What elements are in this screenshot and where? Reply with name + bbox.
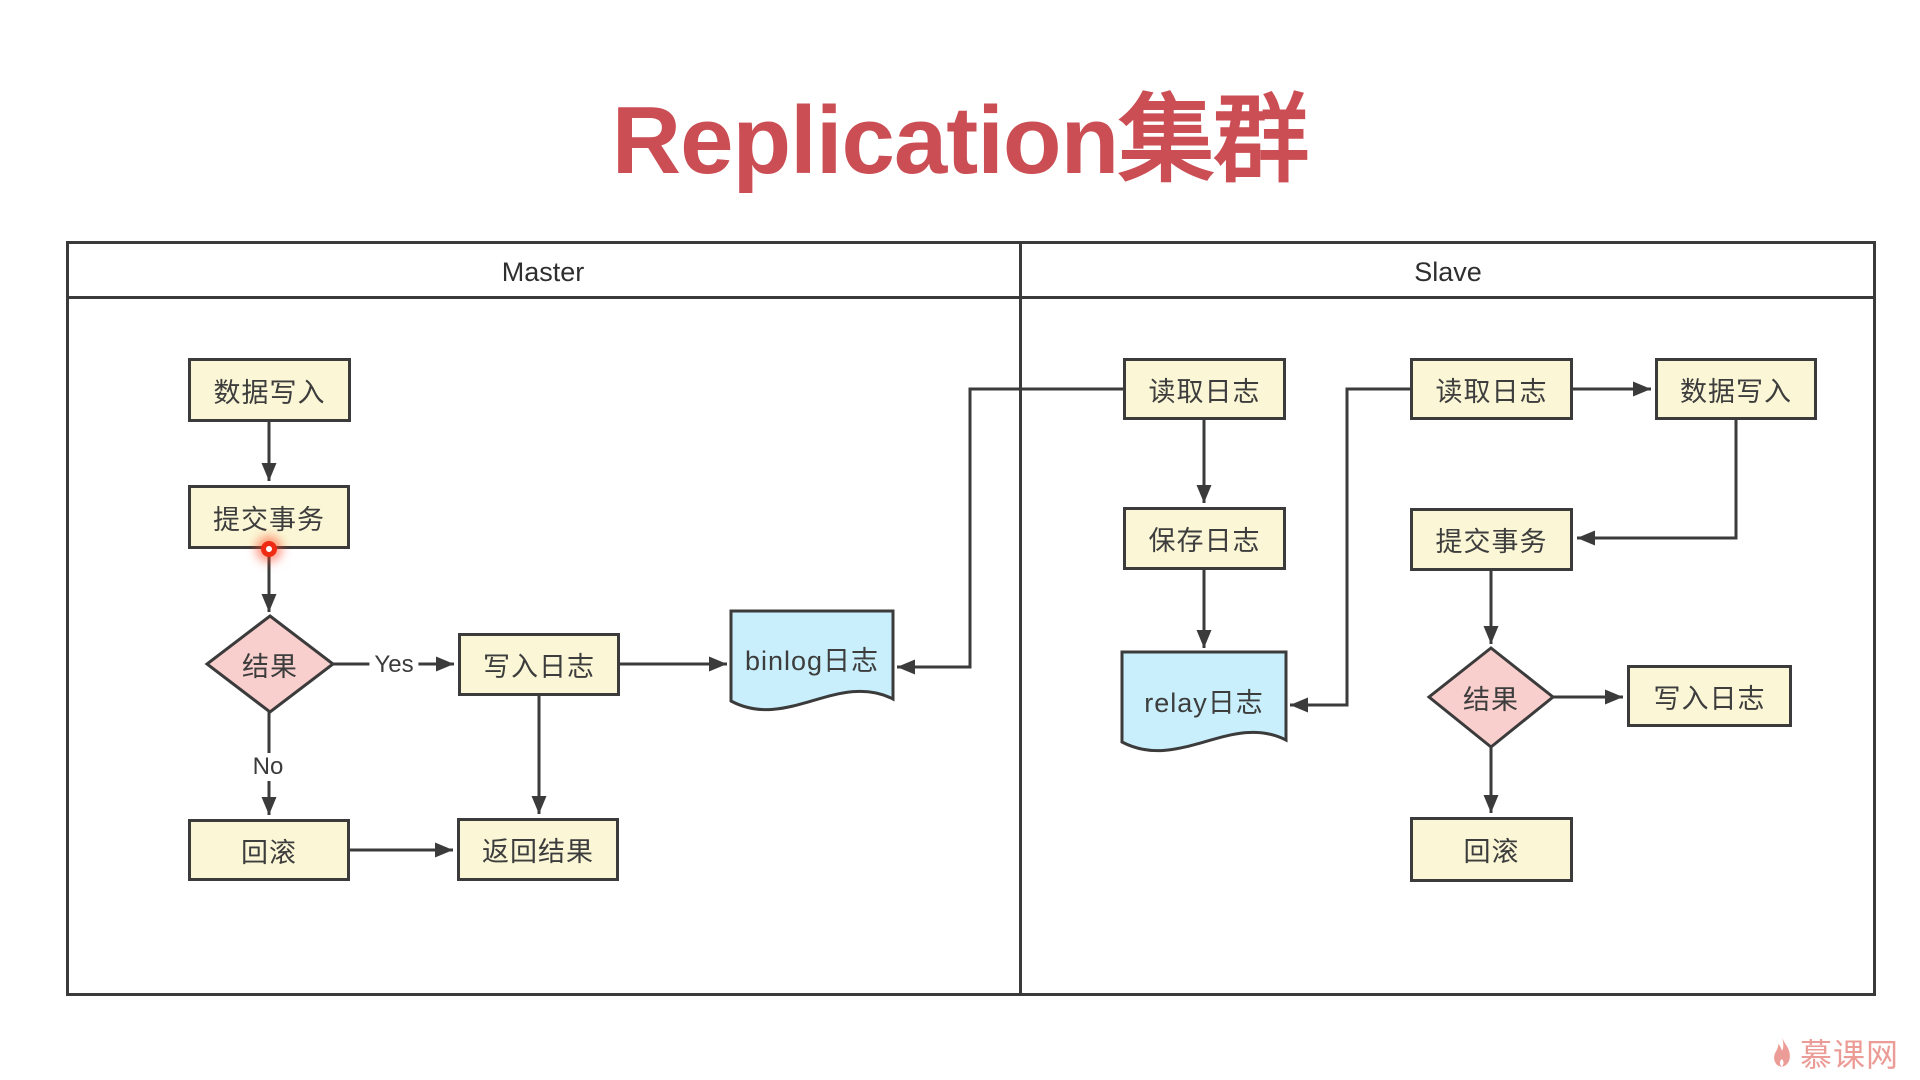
node-master-data-write: 数据写入: [188, 358, 351, 422]
node-slave-write-log: 写入日志: [1627, 665, 1792, 727]
label-slave-result: 结果: [1463, 685, 1519, 715]
arrow-readlog2-to-relay: [1290, 387, 1410, 713]
cursor-indicator: [261, 541, 277, 557]
swimlane-header-row: [66, 241, 1876, 299]
decision-result-slave: [1426, 646, 1556, 749]
document-binlog: [729, 609, 895, 712]
node-label: 回滚: [241, 837, 297, 868]
page-title: Replication集群: [611, 87, 1309, 194]
flame-icon: [1774, 1036, 1790, 1067]
label-relay: relay日志: [1144, 687, 1264, 718]
node-label: 回滚: [1463, 837, 1520, 867]
node-label: 读取日志: [1148, 376, 1261, 407]
node-label: 提交事务: [1435, 527, 1548, 557]
label-master-result: 结果: [242, 651, 298, 682]
node-label: 写入日志: [1653, 683, 1766, 714]
edge-label-no: No: [247, 753, 289, 781]
edge-label-yes: Yes: [369, 651, 419, 679]
swimlane-frame: [66, 241, 1876, 996]
node-label: 读取日志: [1435, 376, 1548, 407]
node-label: 返回结果: [482, 837, 594, 867]
node-label: 数据写入: [1680, 376, 1792, 407]
document-relay: [1120, 650, 1288, 753]
node-slave-read-log-io: 读取日志: [1123, 358, 1286, 420]
node-slave-save-log: 保存日志: [1123, 507, 1286, 570]
logo-text: 慕课网: [1800, 1037, 1900, 1073]
arrow-readlog1-to-binlog: [897, 387, 1123, 675]
node-master-commit: 提交事务: [188, 485, 350, 549]
node-master-write-log: 写入日志: [458, 633, 620, 696]
node-slave-data-write: 数据写入: [1655, 358, 1817, 420]
node-master-rollback: 回滚: [188, 819, 350, 881]
lane-label-master: Master: [501, 256, 585, 287]
imooc-logo: 慕课网: [1768, 1030, 1899, 1076]
node-slave-commit: 提交事务: [1410, 508, 1573, 571]
node-slave-rollback: 回滚: [1410, 817, 1573, 882]
node-label: 提交事务: [213, 504, 325, 535]
arrow-datawrite-to-commit2: [1577, 420, 1738, 546]
node-label: 写入日志: [483, 652, 595, 682]
node-label: 数据写入: [213, 377, 326, 408]
lane-divider: [1019, 241, 1022, 996]
node-master-return-result: 返回结果: [457, 818, 619, 881]
node-slave-read-log-sql: 读取日志: [1410, 358, 1573, 420]
decision-result-master: [204, 614, 336, 714]
label-binlog: binlog日志: [744, 645, 880, 676]
lane-label-slave: Slave: [1414, 256, 1482, 287]
node-label: 保存日志: [1148, 526, 1261, 556]
